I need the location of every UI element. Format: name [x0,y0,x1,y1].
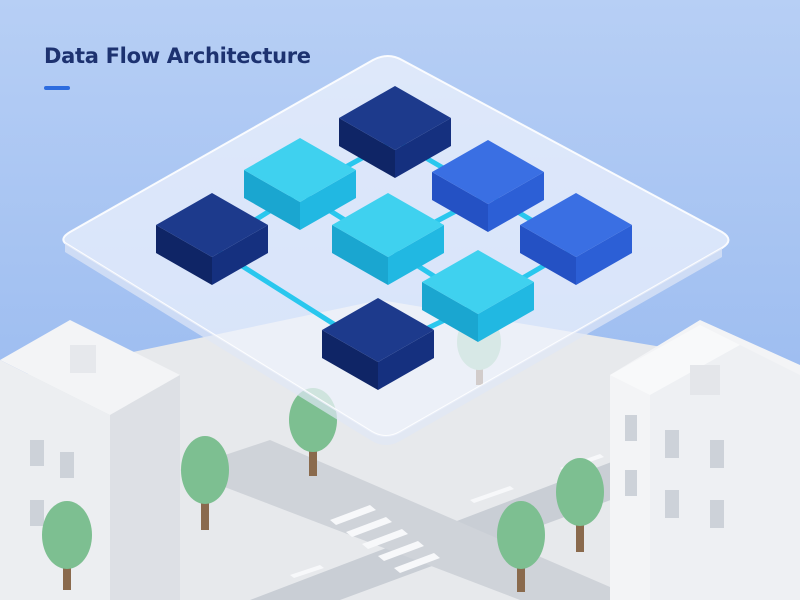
node-block-n3 [432,140,544,232]
tree [556,458,604,552]
building-left [0,320,180,600]
node-block-n8 [322,298,434,390]
title-accent-bar [44,86,70,90]
node-group [156,86,632,390]
node-block-n1 [339,86,451,178]
node-block-n4 [156,193,268,285]
node-block-n6 [520,193,632,285]
tree [42,501,92,590]
node-block-n5 [332,193,444,285]
tree [497,501,545,592]
node-block-n7 [422,250,534,342]
tree [181,436,229,530]
crosswalk [330,505,440,573]
node-block-n2 [244,138,356,230]
diagram-title: Data Flow Architecture [44,44,311,68]
building-right [610,320,800,600]
